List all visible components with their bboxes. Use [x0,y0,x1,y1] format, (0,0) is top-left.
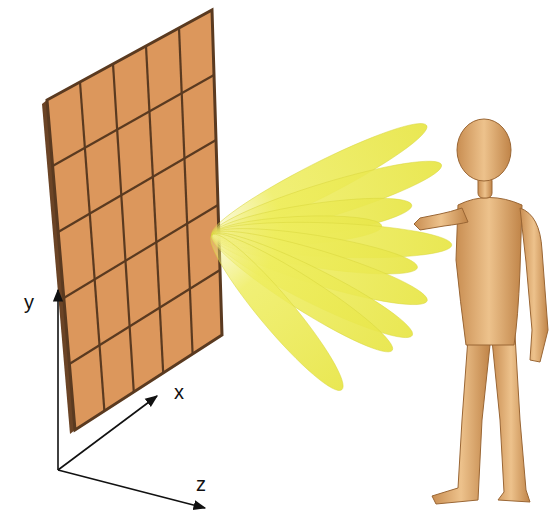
person-figure [414,119,548,504]
grid-line [64,205,218,298]
grid-line [58,140,216,232]
grid-line [179,28,193,354]
panel-grid [53,28,220,411]
axes [58,290,205,508]
axis-label: y [24,292,34,312]
axis-label: z [196,474,206,494]
left-leg [432,338,490,504]
y-axis [57,290,59,470]
grid-line [53,75,214,166]
beam-lobe [199,224,355,401]
x-axis [58,396,157,470]
right-leg [492,335,530,502]
right-arm [520,208,548,362]
grid-line [113,64,134,392]
pointing-arm [414,208,468,230]
grid-line [69,270,220,364]
head [457,119,511,181]
grid-line [146,46,163,373]
beam-lobes [199,110,453,400]
axis-label: x [174,382,184,402]
antenna-panel [47,10,222,430]
z-axis [58,470,205,508]
grid-line [80,82,104,411]
